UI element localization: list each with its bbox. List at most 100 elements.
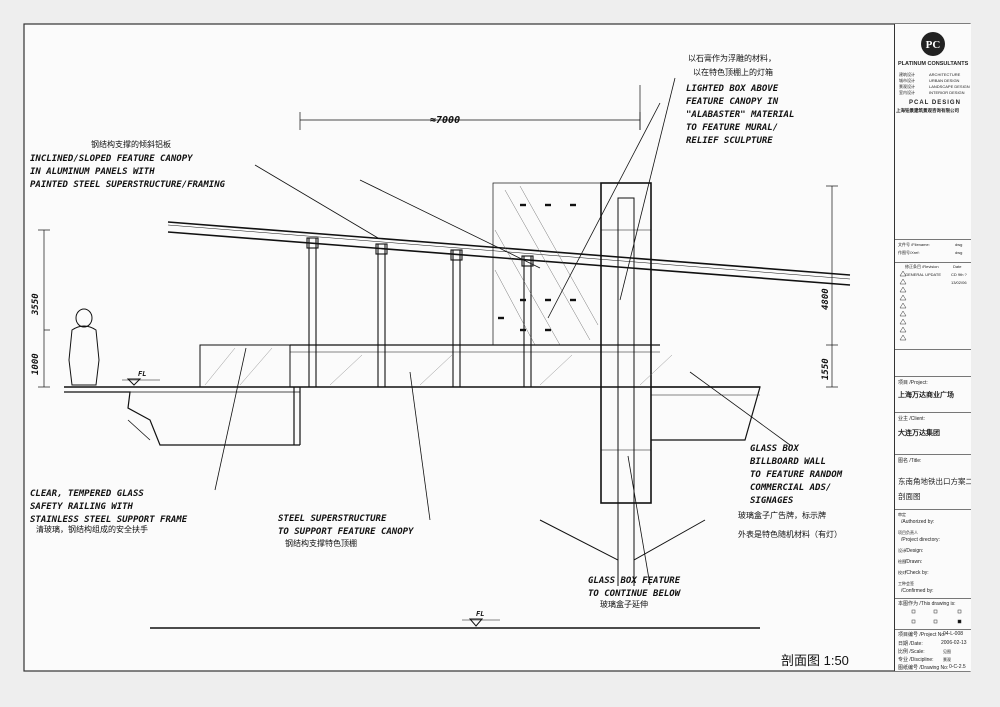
revision-1-date: CD 9th ? [951,272,967,277]
stone-material-cn: 以石膏作为浮雕的材料， [688,53,776,63]
human-scale-figure [68,308,100,386]
scale-value: 见图 [943,649,951,654]
fl-bottom-label: FL [476,610,484,618]
filename-ext: dwg [955,242,963,247]
canopy-en-2: IN ALUMINUM PANELS WITH [30,167,155,177]
project-label: 项目 /Project: [898,380,928,386]
glassbox-en-4: COMMERCIAL ADS/ [750,483,831,493]
brand-name: PCAL DESIGN [909,100,961,106]
svg-text:PC: PC [926,39,941,51]
project-no-label: 项目编号 /Project No: [898,632,946,638]
canopy-en-3: PAINTED STEEL SUPERSTRUCTURE/FRAMING [30,180,226,190]
lightbox-en-1: LIGHTED BOX ABOVE [686,84,779,94]
revision-date-header: Date [953,264,962,269]
railing-en-1: CLEAR, TEMPERED GLASS [30,489,144,499]
xref-ext: dwg [955,250,963,255]
lightbox-en-2: FEATURE CANOPY IN [686,97,779,107]
canopy-en-1: INCLINED/SLOPED FEATURE CANOPY [30,154,193,164]
glassbox-en-2: BILLBOARD WALL [749,457,826,467]
sheet-border [23,23,971,672]
project-director-cn: 项目负责人 [898,530,918,535]
railing-en-3: STAINLESS STEEL SUPPORT FRAME [30,515,188,525]
client-label: 业主 /Client: [898,416,925,422]
authorized-en: /Authorized by: [901,519,935,525]
date-value: 2006-02-13 [941,640,967,646]
glassbox-cn-1: 玻璃盒子广告牌，标示牌 [738,510,826,520]
lightbox-en-4: TO FEATURE MURAL/ [686,123,778,133]
project-no: 04-L-008 [943,631,964,637]
glassbox-en-5: SIGNAGES [750,496,794,506]
dimension-lines [38,85,838,388]
drawing-scale-label: 剖面图 1:50 [781,653,849,668]
steel-cn: 钢结构支撑特色顶棚 [285,538,357,548]
project-name: 上海万达商业广场 [898,392,954,399]
dimension-left-short: 1000 [31,353,41,375]
revision-triangles [899,270,907,341]
glass-box-below [539,440,706,586]
lightbox-en-5: RELIEF SCULPTURE [686,136,773,146]
revision-1: GENERAL UPDATE [905,272,942,277]
drawn-cn: 绘图 [898,559,906,564]
discipline-3-cn: 景观设计 [899,84,915,89]
title-block: PC PLATINUM CONSULTANTS 建筑设计 ARCHITECTUR… [894,24,971,671]
drawing-title-1: 东南角地铁出口方案二 [898,477,971,486]
design-cn: 设计 [898,548,906,553]
design-en: /Design: [905,548,924,554]
brand-cn: 上海铂景建筑景观咨询有限公司 [896,108,959,113]
lightbox-cn: 以在特色顶棚上的灯箱 [693,67,773,77]
canopy [167,221,851,286]
glassbox-feature-cn: 玻璃盒子延伸 [600,599,648,609]
discipline-1-cn: 建筑设计 [899,72,915,77]
railing-cn: 清玻璃，钢结构组成的安全扶手 [36,524,148,534]
title-label: 图名 /Title: [898,458,922,464]
confirmed-cn: 工种会签 [898,581,914,586]
dimension-left-tall: 3550 [31,293,41,316]
steel-columns [306,237,534,387]
discipline-label: 专业 /Discipline: [898,657,934,663]
discipline-1-en: ARCHITECTURE [929,72,961,77]
company-name: PLATINUM CONSULTANTS [898,61,969,67]
glassbox-feature-en-2: TO CONTINUE BELOW [588,589,682,599]
filename-label: 文件号 /Filename: [898,242,930,247]
revision-2-date: 13/02/06 [951,280,967,285]
railing-en-2: SAFETY RAILING WITH [30,502,134,512]
date-label: 日期 /Date: [898,641,923,647]
glassbox-feature-en-1: GLASS BOX FEATURE [588,576,681,586]
status-checkboxes [911,609,962,624]
drawing-title-2: 剖面图 [898,492,921,501]
leader-lines [214,77,791,586]
revision-header: 修正条目 /Revision [905,264,939,269]
project-director-en: /Project directory: [901,537,940,543]
client-name: 大连万达集团 [898,430,940,437]
discipline-4-en: INTERIOR DESIGN [929,90,965,95]
drawing-no: 0-C-2.5 [949,664,966,670]
glassbox-en-1: GLASS BOX [750,444,799,454]
lightbox-en-3: "ALABASTER" MATERIAL [686,110,794,120]
discipline-4-cn: 室内设计 [899,90,915,95]
dimension-right-short: 1550 [821,358,831,380]
level-marker-bottom [462,618,500,627]
fl-left-label: FL [138,370,146,378]
authorized-cn: 审定 [898,512,906,517]
discipline-value: 景观 [943,657,951,662]
dimension-right-tall: 4800 [821,288,831,310]
glassbox-cn-2: 外表是特色随机材料（有灯） [738,529,842,539]
glass-box-billboard [492,182,652,504]
steel-en-2: TO SUPPORT FEATURE CANOPY [278,527,414,537]
check-cn: 校对 [898,570,906,575]
canopy-cn: 钢结构支撑的倾斜铝板 [91,139,171,149]
xref-label: 作图号/Xref: [898,250,920,255]
glassbox-en-3: TO FEATURE RANDOM [750,470,843,480]
check-en: /Check by: [905,570,929,576]
discipline-2-cn: 城市设计 [899,78,915,83]
steel-en-1: STEEL SUPERSTRUCTURE [278,514,387,524]
drawn-en: /Drawn: [905,559,923,565]
level-marker-left [122,378,160,386]
discipline-2-en: URBAN DESIGN [929,78,960,83]
company-logo: PC [921,32,945,56]
discipline-3-en: LANDSCAPE DESIGN [929,84,970,89]
scale-label: 比例 /Scale: [898,649,925,655]
confirmed-en: /Confirmed by: [901,588,934,594]
drawing-no-label: 图纸编号 /Drawing No: [898,665,949,671]
